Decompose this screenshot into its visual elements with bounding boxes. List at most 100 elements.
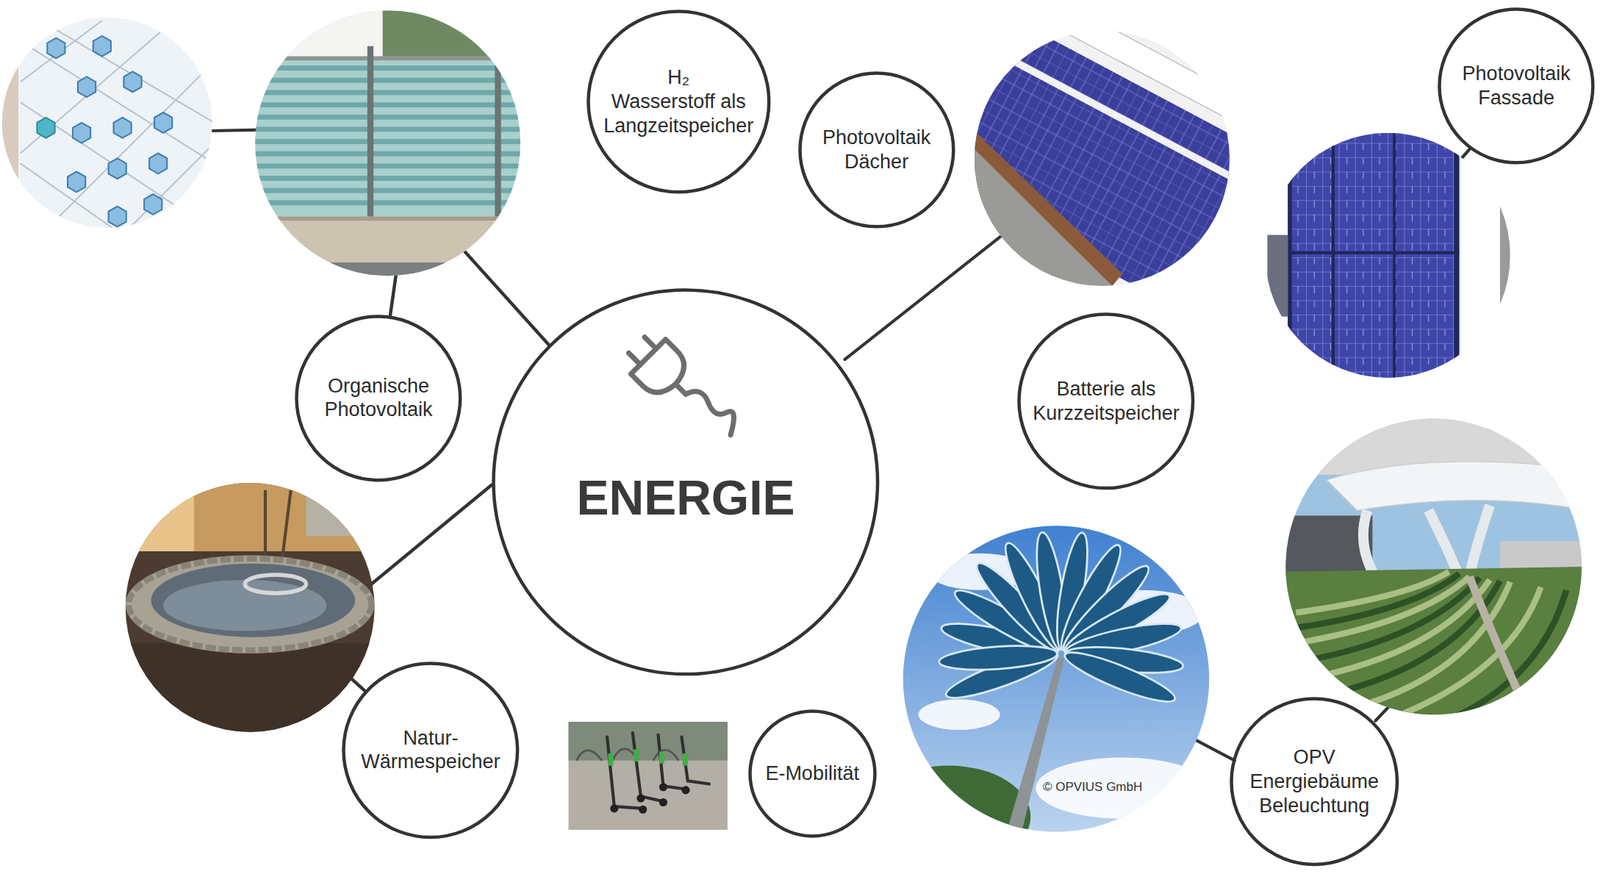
text-line: Photovoltaik (822, 125, 931, 150)
node-label: Natur- Wärmespeicher (360, 726, 500, 775)
facade-pv-photo (1453, 133, 1459, 383)
facade-pv-photo (1287, 133, 1293, 383)
rooftop-opv-photo (1363, 505, 1490, 577)
node-label: H₂ Wasserstoff als Langzeitspeicher (603, 65, 754, 139)
balcony-opv-photo (255, 56, 521, 62)
heat-storage-photo (122, 479, 195, 552)
energy-tree-photo (918, 698, 1001, 730)
topic-circle: Batterie als Kurzzeitspeicher (1017, 312, 1196, 491)
e-scooter-photo (568, 721, 728, 830)
topic-circle: Natur- Wärmespeicher (341, 661, 520, 840)
e-scooter-photo (682, 753, 688, 766)
glass-facade-photo (108, 206, 127, 228)
circle-outline (1231, 698, 1398, 865)
text-line: OPV (1249, 745, 1379, 770)
rooftop-opv-photo (1280, 413, 1592, 721)
balcony-opv-photo (255, 199, 521, 206)
glass-facade-photo (47, 38, 65, 59)
energy-tree-photo (898, 520, 1215, 837)
topic-circle: Photovoltaik Dächer (798, 71, 956, 229)
rooftop-opv-photo (1387, 587, 1541, 720)
rooftop-opv-photo (1469, 576, 1531, 720)
energy-tree-photo (1142, 811, 1246, 863)
circle-outline (296, 316, 461, 480)
node-label: Photovoltaik Dächer (822, 125, 931, 175)
e-scooter-photo (610, 782, 690, 814)
rooftop-opv-photo (1295, 571, 1567, 720)
heat-storage-photo (122, 643, 378, 735)
glass-facade-photo (123, 71, 142, 92)
glass-facade-photo (77, 76, 96, 98)
balcony-opv-photo (255, 138, 521, 145)
roof-pv-photo (939, 0, 1293, 317)
node-label: E-Mobilität (765, 761, 860, 786)
balcony-opv-photo (382, 10, 521, 62)
balcony-opv-photo (255, 114, 521, 120)
circle-outline (798, 71, 956, 229)
text-line: Natur- (360, 726, 500, 751)
balcony-opv-photo (255, 126, 521, 132)
plug-icon (685, 390, 735, 435)
heat-storage-photo (122, 479, 378, 735)
balcony-opv-photo (255, 175, 521, 181)
rooftop-opv-photo (1280, 566, 1587, 720)
e-scooter-photo (568, 721, 728, 830)
glass-facade-photo (0, 15, 220, 236)
balcony-opv-photo (255, 188, 521, 194)
text-line: Wärmespeicher (360, 749, 500, 774)
roof-pv-photo (939, 24, 1276, 317)
text-line: Fassade (1462, 85, 1571, 111)
heat-storage-photo (306, 479, 378, 536)
facade-pv-photo (1265, 133, 1511, 383)
topic-circle: Organische Photovoltaik (294, 314, 463, 483)
energy-tree-photo (938, 530, 1185, 710)
topic-circle: H₂ Wasserstoff als Langzeitspeicher (586, 9, 771, 195)
e-scooter-photo (659, 782, 668, 791)
e-scooter-photo (568, 721, 728, 761)
balcony-opv-photo (255, 56, 521, 220)
glass-facade-photo (0, 15, 19, 236)
glass-facade-photo (149, 153, 167, 175)
rooftop-opv-photo (1449, 590, 1567, 720)
balcony-opv-photo (494, 46, 501, 222)
e-scooter-photo (636, 793, 645, 802)
balcony-opv-photo (255, 262, 521, 289)
text-line: Organische (324, 374, 433, 399)
plug-icon (630, 339, 693, 402)
circle-outline (799, 73, 954, 228)
e-scooter-photo (607, 753, 613, 766)
glass-facade-photo (154, 112, 172, 134)
glass-facade-photo (113, 117, 132, 139)
balcony-opv-photo (255, 10, 383, 62)
topic-circle: OPV Energiebäume Beleuchtung (1229, 696, 1399, 866)
text-line: Beleuchtung (1249, 793, 1379, 819)
balcony-opv-photo (255, 216, 521, 222)
roof-pv-photo (1003, 53, 1260, 195)
circle-outline (749, 710, 875, 836)
e-scooter-photo (659, 798, 668, 807)
node-label: OPV Energiebäume Beleuchtung (1249, 745, 1379, 819)
plug-icon (619, 327, 704, 412)
facade-pv-photo (1290, 251, 1459, 255)
roof-pv-photo (974, 130, 1123, 286)
glass-facade-photo (0, 15, 220, 236)
energy-tree-photo (867, 765, 1031, 868)
balcony-opv-photo (367, 46, 374, 222)
facade-pv-photo (1331, 133, 1335, 383)
text-line: H₂ (603, 65, 754, 90)
text-line: Langzeitspeicher (603, 113, 754, 139)
circle-outline (1017, 312, 1196, 491)
glass-facade-photo (108, 158, 127, 179)
text-line: E-Mobilität (765, 761, 860, 786)
leader-line (209, 130, 262, 131)
rooftop-opv-photo (1280, 515, 1373, 577)
glass-facade-photo (72, 122, 91, 144)
text-line: Photovoltaik (324, 397, 433, 422)
circle-outline (493, 289, 879, 674)
node-label: Batterie als Kurzzeitspeicher (1032, 377, 1180, 426)
text-line: Dächer (822, 149, 931, 175)
leader-line (1193, 738, 1235, 760)
plug-icon (619, 327, 735, 436)
